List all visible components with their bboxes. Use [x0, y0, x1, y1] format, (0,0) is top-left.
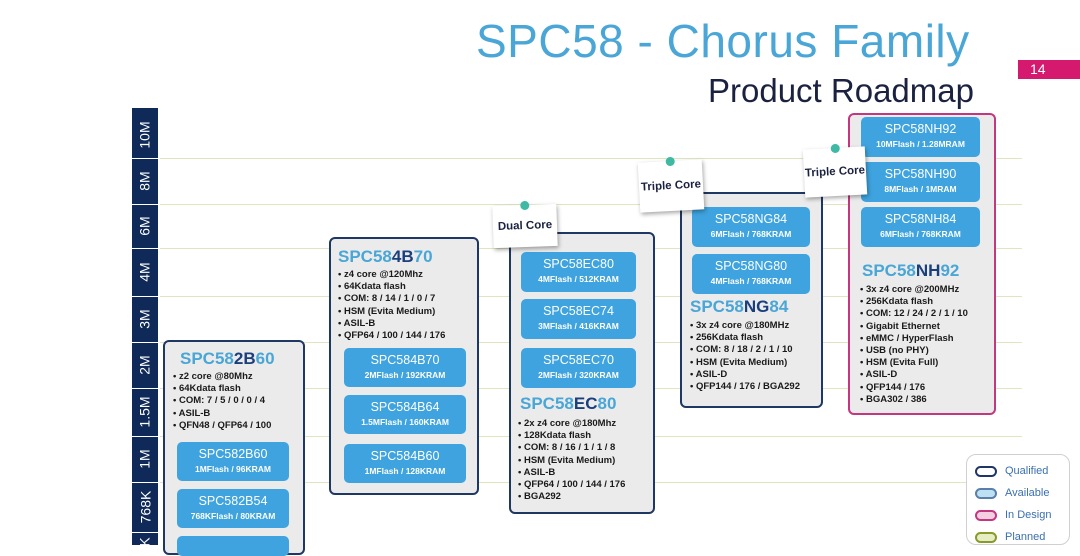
spec-item: ASIL-B [173, 408, 271, 420]
axis-label: 1.5M [137, 396, 153, 428]
axis-label: 3M [136, 309, 153, 329]
axis-label: 1M [136, 449, 153, 469]
family-title: SPC582B60 [180, 349, 275, 368]
spec-item: 64Kdata flash [173, 383, 271, 395]
spec-item: BGA292 [518, 491, 625, 503]
spec-item: COM: 8 / 16 / 1 / 1 / 8 [518, 442, 625, 454]
axis-tick [132, 436, 158, 437]
triple-core-note: Triple Core [802, 143, 868, 198]
spec-item: 3x z4 core @200MHz [860, 284, 968, 296]
axis-label: 768K [137, 490, 154, 524]
spec-item: z4 core @120Mhz [338, 269, 445, 281]
spec-item: QFP144 / 176 [860, 382, 968, 394]
family-specs: 2x z4 core @180Mhz 128Kdata flash COM: 8… [518, 418, 626, 503]
gridline [160, 204, 1022, 205]
gridline [160, 158, 1022, 159]
axis-tick [132, 248, 158, 249]
axis-label: 6M [136, 216, 153, 236]
legend-item-planned: Planned [975, 530, 1045, 544]
family-specs: z2 core @80Mhz 64Kdata flash COM: 7 / 5 … [173, 371, 272, 432]
pill-icon [975, 487, 997, 499]
spec-item: 128Kdata flash [518, 430, 625, 442]
spec-item: HSM (Evita Medium) [338, 306, 445, 318]
family-title: SPC58EC80 [520, 394, 617, 413]
axis-tick [132, 482, 158, 483]
family-title: SPC584B70 [338, 247, 433, 266]
spec-item: HSM (Evita Medium) [518, 455, 625, 467]
spec-item: QFP64 / 100 / 144 / 176 [518, 479, 625, 491]
legend: Qualified Available In Design Planned [966, 454, 1070, 545]
axis-tick [132, 388, 158, 389]
family-title: SPC58NH92 [862, 261, 960, 280]
axis-tick [132, 158, 158, 159]
spec-item: BGA302 / 386 [860, 394, 968, 406]
chip-partial [177, 536, 289, 556]
axis-label: 8M [136, 171, 153, 191]
family-specs: z4 core @120Mhz 64Kdata flash COM: 8 / 1… [338, 269, 446, 342]
family-title: SPC58NG84 [690, 297, 789, 316]
spec-item: 2x z4 core @180Mhz [518, 418, 625, 430]
spec-item: ASIL-B [518, 467, 625, 479]
spec-item: 256Kdata flash [860, 296, 968, 308]
page-number: 14 [1030, 61, 1046, 77]
page-number-bar [1018, 60, 1080, 79]
pill-icon [975, 465, 997, 477]
spec-item: COM: 12 / 24 / 2 / 1 / 10 [860, 308, 968, 320]
spec-item: USB (no PHY) [860, 345, 968, 357]
spec-item: QFN48 / QFP64 / 100 [173, 420, 271, 432]
spec-item: COM: 8 / 14 / 1 / 0 / 7 [338, 293, 445, 305]
spec-item: Gigabit Ethernet [860, 321, 968, 333]
axis-tick [132, 204, 158, 205]
spec-item: ASIL-B [338, 318, 445, 330]
spec-item: COM: 8 / 18 / 2 / 1 / 10 [690, 344, 800, 356]
page-subtitle: Product Roadmap [708, 72, 974, 109]
spec-item: COM: 7 / 5 / 0 / 0 / 4 [173, 395, 271, 407]
family-specs: 3x z4 core @180MHz 256Kdata flash COM: 8… [690, 320, 800, 393]
legend-item-available: Available [975, 486, 1049, 500]
spec-item: 256Kdata flash [690, 332, 800, 344]
axis-label: 10M [137, 121, 154, 149]
axis-tick [132, 532, 158, 533]
pin-icon [830, 143, 840, 154]
axis-label: 4M [136, 262, 153, 282]
family-specs: 3x z4 core @200MHz 256Kdata flash COM: 1… [860, 284, 968, 406]
spec-item: z2 core @80Mhz [173, 371, 271, 383]
axis-tick [132, 342, 158, 343]
legend-item-qualified: Qualified [975, 464, 1048, 478]
axis-label: K [137, 537, 153, 547]
triple-core-note: Triple Core [637, 156, 705, 213]
spec-item: QFP144 / 176 / BGA292 [690, 381, 800, 393]
pin-icon [520, 200, 530, 211]
axis-label: 2M [136, 355, 153, 375]
spec-item: HSM (Evita Medium) [690, 357, 800, 369]
spec-item: HSM (Evita Full) [860, 357, 968, 369]
axis-tick [132, 296, 158, 297]
pin-icon [665, 156, 675, 167]
pill-icon [975, 531, 997, 543]
spec-item: 64Kdata flash [338, 281, 445, 293]
spec-item: 3x z4 core @180MHz [690, 320, 800, 332]
pill-icon [975, 509, 997, 521]
spec-item: ASIL-D [860, 369, 968, 381]
memory-axis: 10M 8M 6M 4M 3M 2M 1.5M 1M 768K K [132, 108, 158, 547]
legend-item-in-design: In Design [975, 508, 1051, 522]
page-title: SPC58 - Chorus Family [476, 15, 970, 67]
spec-item: ASIL-D [690, 369, 800, 381]
spec-item: QFP64 / 100 / 144 / 176 [338, 330, 445, 342]
spec-item: eMMC / HyperFlash [860, 333, 968, 345]
dual-core-note: Dual Core [492, 200, 558, 249]
